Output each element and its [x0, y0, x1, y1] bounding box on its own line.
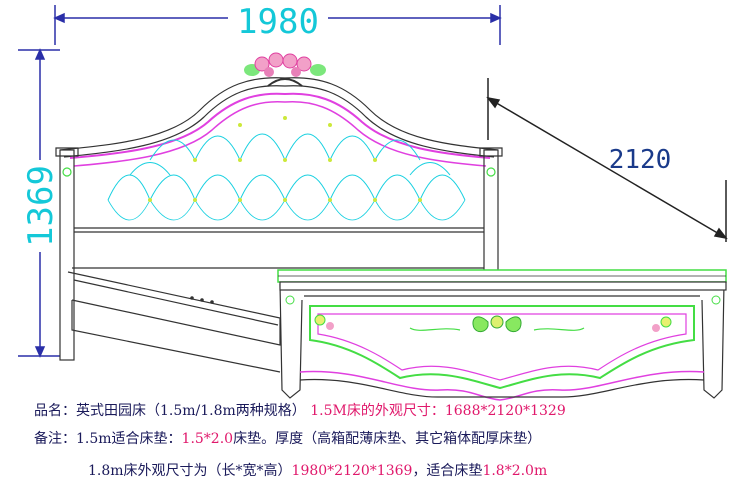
size-18m-text-a: 1.8m床外观尺寸为（长*宽*高）	[88, 463, 292, 479]
product-notes: 品名：英式田园床（1.5m/1.8m两种规格） 1.5M床的外观尺寸：1688*…	[0, 400, 750, 500]
depth-dimension	[486, 78, 728, 242]
mattress-15m-highlight: 1.5*2.0	[181, 431, 234, 447]
remark-text-a: 1.5m适合床垫：	[76, 431, 182, 447]
size-18m-highlight: 1980*2120*1369	[291, 463, 413, 479]
width-dimension-label: 1980	[237, 2, 319, 42]
tufting-pattern	[107, 116, 466, 221]
rose-ornament	[244, 52, 326, 87]
height-dimension-label: 1369	[21, 165, 61, 247]
size-15m-highlight: 1.5M床的外观尺寸：1688*2120*1329	[310, 403, 566, 419]
headboard	[55, 77, 503, 361]
remark-label: 备注：	[34, 431, 76, 447]
side-rail	[67, 271, 281, 373]
depth-dimension-label: 2120	[609, 145, 672, 175]
product-name-line: 品名：英式田园床（1.5m/1.8m两种规格） 1.5M床的外观尺寸：1688*…	[34, 402, 566, 420]
size-18m-line: 1.8m床外观尺寸为（长*宽*高）1980*2120*1369，适合床垫1.8*…	[88, 462, 547, 480]
footboard	[277, 269, 727, 401]
remark-line: 备注：1.5m适合床垫：1.5*2.0床垫。厚度（高箱配薄床垫、其它箱体配厚床垫…	[34, 430, 541, 448]
mattress-18m-highlight: 1.8*2.0m	[482, 463, 548, 479]
product-name-label: 品名：	[34, 403, 76, 419]
remark-text-b: 床垫。厚度（高箱配薄床垫、其它箱体配厚床垫）	[233, 431, 542, 447]
footboard-ornament	[285, 295, 721, 333]
size-18m-text-b: ，适合床垫	[412, 463, 483, 479]
product-name: 英式田园床（1.5m/1.8m两种规格）	[76, 403, 306, 419]
